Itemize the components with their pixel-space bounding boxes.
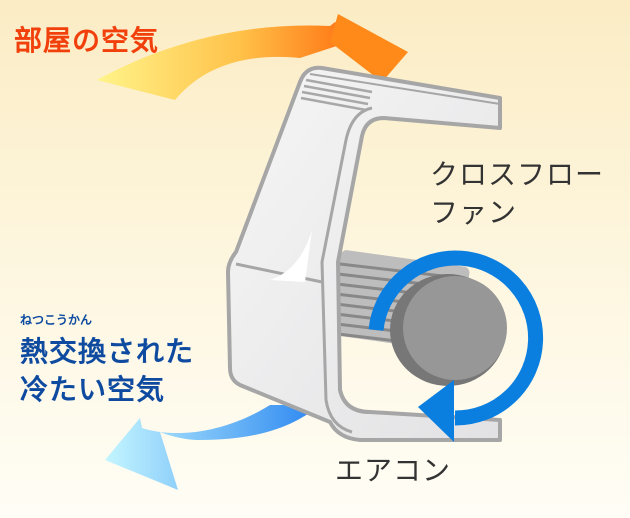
warm-air-arrow [97,22,355,100]
cross-flow-fan-line-1: クロスフロー [430,158,605,191]
cross-flow-fan-line-2: ファン [430,196,518,229]
rotation-arrowhead [418,380,454,442]
air-conditioner-label: エアコン [335,454,452,487]
rotation-arrow [368,250,544,426]
warm-air-arrowhead [330,14,408,82]
cooled-air-line-1: 熱交換された [20,335,195,368]
cooled-air-label: 熱交換された 冷たい空気 [20,333,194,409]
body-highlight [270,230,312,282]
cross-flow-fan-label: クロスフロー ファン [430,156,604,232]
furigana-label: ねつこうかん [20,313,93,327]
cool-air-arrow [105,405,320,490]
room-air-label: 部屋の空気 [14,24,160,57]
cooled-air-line-2: 冷たい空気 [20,373,166,406]
